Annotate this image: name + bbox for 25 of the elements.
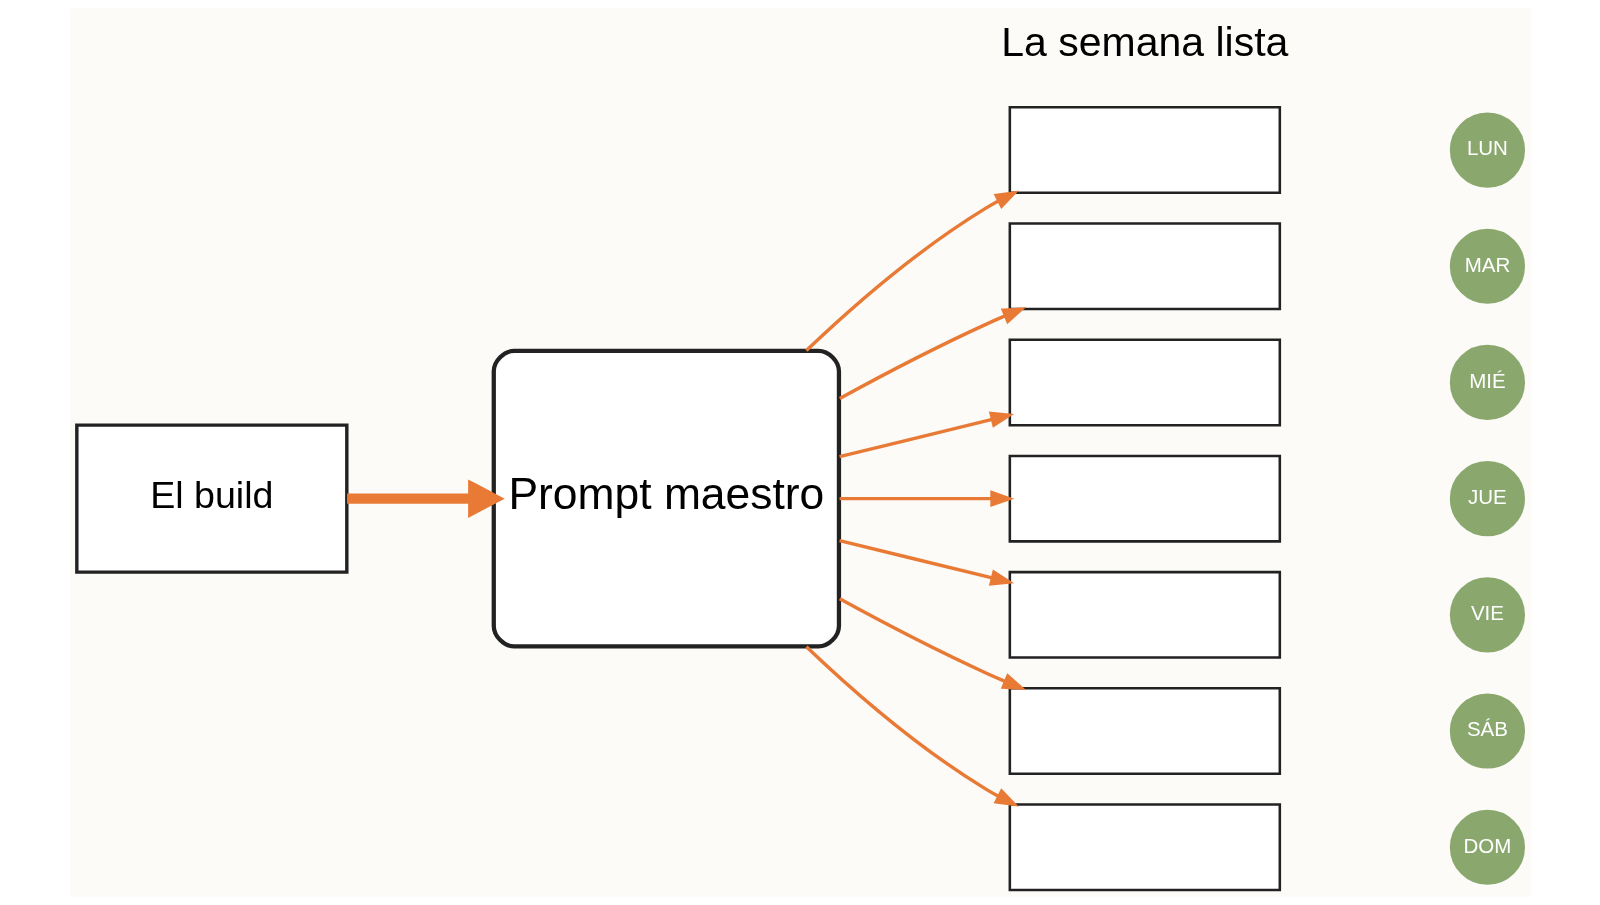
node-box bbox=[1008, 454, 1281, 543]
arrow bbox=[838, 411, 1014, 459]
node-circle: MIÉ bbox=[1449, 344, 1525, 421]
node-box: El build bbox=[74, 423, 349, 574]
arrow bbox=[838, 597, 1026, 691]
node-box bbox=[1008, 687, 1281, 776]
node-box: Prompt maestro bbox=[491, 348, 841, 649]
node-box bbox=[1008, 570, 1281, 659]
arrow bbox=[838, 307, 1026, 400]
node-circle: LUN bbox=[1449, 112, 1525, 188]
node-circle: SÁB bbox=[1449, 693, 1525, 769]
arrow bbox=[804, 645, 1019, 807]
node-circle: JUE bbox=[1449, 461, 1525, 537]
arrow bbox=[804, 190, 1019, 352]
node-circle: MAR bbox=[1449, 228, 1525, 304]
node-circle: DOM bbox=[1449, 809, 1525, 885]
arrow bbox=[346, 479, 505, 518]
node-box bbox=[1008, 222, 1281, 311]
node-box bbox=[1008, 803, 1281, 892]
node-box bbox=[1008, 338, 1281, 427]
node-circle: VIE bbox=[1449, 577, 1525, 653]
node-box bbox=[1008, 106, 1281, 195]
label: La semana lista bbox=[1000, 19, 1288, 66]
arrow bbox=[839, 490, 1014, 508]
arrow bbox=[838, 538, 1014, 586]
